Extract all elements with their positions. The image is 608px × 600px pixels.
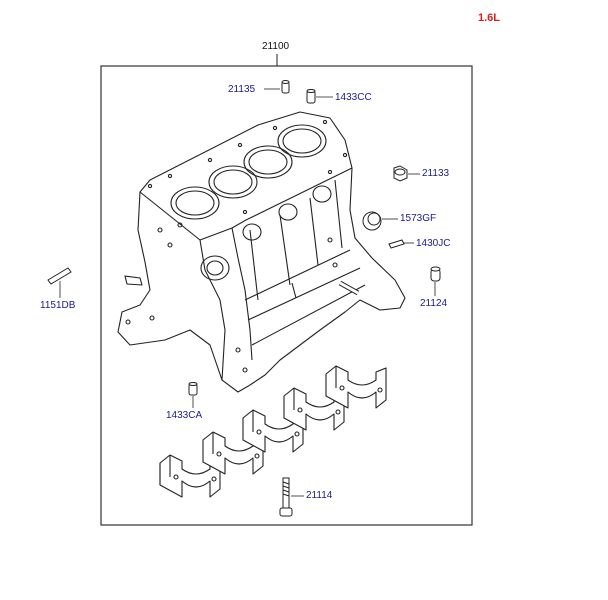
label-21124[interactable]: 21124 (420, 298, 448, 309)
part-21135 (281, 80, 290, 94)
part-21133 (393, 165, 408, 182)
part-1433CA (188, 382, 198, 396)
engine-variant-label: 1.6L (478, 12, 501, 24)
bearing-cap-1 (159, 454, 221, 498)
label-21135[interactable]: 21135 (228, 84, 256, 95)
label-1433CA[interactable]: 1433CA (166, 410, 203, 421)
label-21133[interactable]: 21133 (422, 168, 450, 179)
part-21124 (430, 266, 441, 282)
bearing-caps (159, 365, 387, 498)
diagram-frame (100, 65, 473, 526)
part-1151DB (47, 267, 72, 285)
part-1433CC (306, 89, 316, 104)
part-1430JC (388, 239, 405, 249)
label-21100: 21100 (262, 41, 290, 52)
label-21114[interactable]: 21114 (306, 490, 333, 501)
label-1573GF[interactable]: 1573GF (400, 213, 437, 224)
part-21114 (279, 477, 293, 517)
label-1430JC[interactable]: 1430JC (416, 238, 451, 249)
part-1573GF (362, 211, 382, 231)
bearing-cap-5 (325, 365, 387, 409)
label-1433CC[interactable]: 1433CC (335, 92, 372, 103)
engine-block (117, 111, 406, 393)
label-1151DB[interactable]: 1151DB (40, 300, 76, 311)
